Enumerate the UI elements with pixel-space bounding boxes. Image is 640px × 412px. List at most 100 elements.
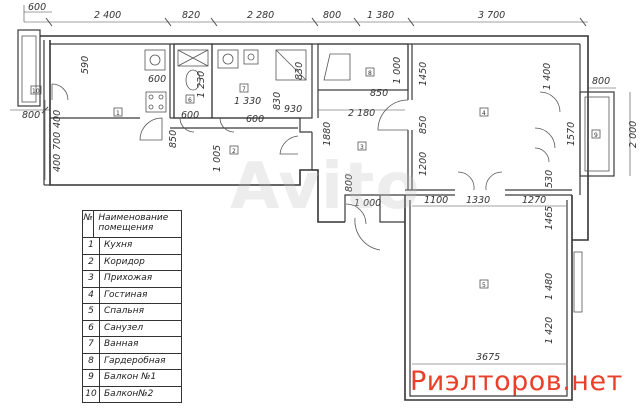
room-tag-4 xyxy=(479,107,489,117)
room-tag-3 xyxy=(357,141,367,151)
dim-1000-hall: 1 000 xyxy=(354,198,381,209)
legend-no: 3 xyxy=(83,271,100,287)
legend-name: Гардеробная xyxy=(104,355,166,366)
room-label-4: 4 xyxy=(482,110,486,117)
dim-1380-top: 1 380 xyxy=(367,10,394,21)
legend-row: 3 Прихожая xyxy=(83,270,181,287)
legend-row: 1 Кухня xyxy=(83,237,181,254)
balcony-9 xyxy=(579,91,615,177)
legend-name: Балкон №1 xyxy=(104,372,157,382)
dim-1330-bedroom: 1330 xyxy=(466,195,490,206)
dim-1005-corridor: 1 005 xyxy=(212,145,223,172)
dim-3700-top: 3 700 xyxy=(478,10,505,21)
dim-400-left-b: 400 xyxy=(52,154,63,172)
room-label-2: 2 xyxy=(232,148,236,155)
room-label-8: 8 xyxy=(368,70,372,77)
dim-3675-bedroom: 3675 xyxy=(476,352,500,363)
dim-830-bath-b: 830 xyxy=(272,92,283,110)
legend-header: № Наименование помещения xyxy=(83,211,181,237)
legend-row: 5 Спальня xyxy=(83,303,181,320)
dim-2400-top: 2 400 xyxy=(94,10,121,21)
room-label-6: 6 xyxy=(188,97,192,104)
legend-row: 8 Гардеробная xyxy=(83,352,181,369)
dim-1200-living: 1200 xyxy=(418,152,429,176)
dim-600-kitchen: 600 xyxy=(148,74,166,85)
legend-row: 6 Санузел xyxy=(83,319,181,336)
dim-930-bath: 930 xyxy=(284,104,302,115)
legend-name: Гостиная xyxy=(104,289,148,300)
dim-530-balcony: 530 xyxy=(544,170,555,188)
dim-820-top: 820 xyxy=(182,10,200,21)
room-tag-10 xyxy=(30,85,42,95)
dim-600-bath: 600 xyxy=(246,114,264,125)
dim-1270-bedroom: 1270 xyxy=(522,195,546,206)
dim-590-kitchen: 590 xyxy=(80,56,91,74)
room-label-9: 9 xyxy=(594,132,598,139)
interior-walls xyxy=(50,43,572,223)
legend-no: 4 xyxy=(83,287,100,303)
legend-no: 7 xyxy=(83,337,100,353)
legend-row: 9 Балкон №1 xyxy=(83,369,181,386)
room-tag-6 xyxy=(185,94,195,104)
dim-1465-bedroom: 1465 xyxy=(544,206,555,230)
dim-2280-top: 2 280 xyxy=(247,10,274,21)
dim-600-top: 600 xyxy=(28,2,46,13)
dim-1420-bedroom: 1 420 xyxy=(544,317,555,344)
legend-header-no: № xyxy=(83,211,95,237)
legend-no: 1 xyxy=(83,238,100,254)
room-label-3: 3 xyxy=(360,144,364,151)
room-legend-table: № Наименование помещения 1 Кухня 2 Корид… xyxy=(82,210,182,403)
dim-1330-bath: 1 330 xyxy=(234,96,261,107)
room-tag-8 xyxy=(365,67,375,77)
legend-header-name: Наименование помещения xyxy=(98,213,169,233)
legend-name: Прихожая xyxy=(104,273,153,283)
legend-row: 2 Коридор xyxy=(83,253,181,270)
dim-850-wardrobe: 850 xyxy=(370,88,388,99)
legend-no: 8 xyxy=(83,353,100,369)
legend-name: Коридор xyxy=(104,256,145,267)
dim-1450-living: 1450 xyxy=(418,62,429,86)
legend-name: Спальня xyxy=(104,306,145,316)
dim-1880-hall: 1880 xyxy=(322,122,333,146)
doors xyxy=(51,83,561,251)
dim-400-left-a: 400 xyxy=(52,110,63,128)
dim-1480-bedroom: 1 480 xyxy=(544,273,555,300)
legend-no: 5 xyxy=(83,304,100,320)
dim-1570-balcony: 1570 xyxy=(566,122,577,146)
dim-800-top: 800 xyxy=(323,10,341,21)
left-dimension-line xyxy=(10,100,50,180)
legend-name: Ванная xyxy=(104,339,139,349)
dim-850-kitchen: 850 xyxy=(168,130,179,148)
room-tag-9 xyxy=(591,129,601,139)
dim-600-wc: 600 xyxy=(181,110,199,121)
top-dimension-line xyxy=(23,5,588,27)
dim-1000-wardrobe: 1 000 xyxy=(392,57,403,84)
room-tag-7 xyxy=(239,83,249,93)
dim-1230-wc: 1 230 xyxy=(196,71,207,98)
dim-2000-balcony: 2 000 xyxy=(628,121,639,148)
dim-800-left: 800 xyxy=(22,110,40,121)
dim-1100-bedroom: 1100 xyxy=(424,195,448,206)
dim-800-balcony: 800 xyxy=(592,76,610,87)
legend-name: Балкон№2 xyxy=(104,388,154,399)
legend-row: 7 Ванная xyxy=(83,336,181,353)
room-tag-1 xyxy=(113,107,123,117)
legend-no: 9 xyxy=(83,370,100,386)
watermark: Avito xyxy=(230,150,421,224)
legend-name: Санузел xyxy=(104,322,144,333)
dim-1400-living: 1 400 xyxy=(542,63,553,90)
legend-row: 10 Балкон№2 xyxy=(83,385,181,402)
legend-no: 2 xyxy=(83,254,100,270)
legend-row: 4 Гостиная xyxy=(83,286,181,303)
fixtures xyxy=(144,49,351,113)
dim-2180-hall: 2 180 xyxy=(348,108,375,119)
room-tag-5 xyxy=(479,279,489,289)
bedroom-window xyxy=(573,251,583,313)
legend-name: Кухня xyxy=(104,240,133,250)
room-label-5: 5 xyxy=(482,282,486,289)
legend-no: 6 xyxy=(83,320,100,336)
dim-700-left: 700 xyxy=(52,132,63,150)
room-label-1: 1 xyxy=(116,110,120,117)
room-label-7: 7 xyxy=(242,86,246,93)
